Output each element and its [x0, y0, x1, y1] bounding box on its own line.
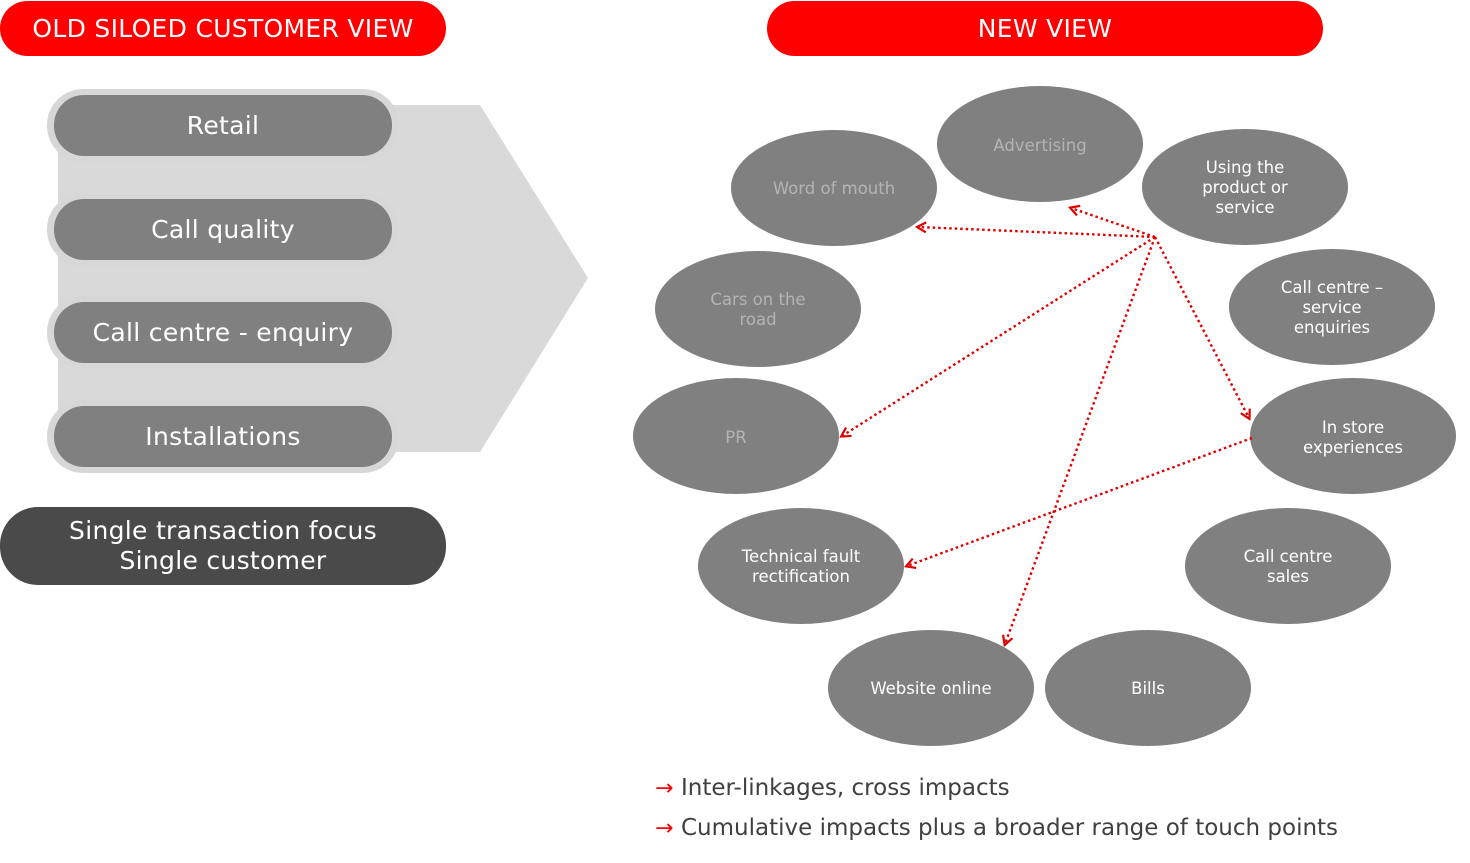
label-tech-fault: Technical fault rectification [741, 547, 861, 586]
link-arrow-word-of-mouth [918, 227, 1156, 239]
new-view-header: NEW VIEW [767, 1, 1323, 56]
bullet-text: Cumulative impacts plus a broader range … [681, 815, 1339, 841]
old-view-header: OLD SILOED CUSTOMER VIEW [0, 1, 446, 56]
node-in-store [1250, 378, 1456, 494]
focus-line-2: Single customer [119, 546, 327, 575]
node-using-product [1142, 129, 1348, 245]
node-website [828, 630, 1034, 746]
label-using-product: Using the product or service [1202, 158, 1288, 217]
node-call-centre-sales [1185, 508, 1391, 624]
link-arrow-advertising [1071, 208, 1156, 239]
node-call-centre-service [1229, 249, 1435, 365]
silo-label: Call centre - enquiry [54, 302, 392, 363]
link-arrow-in-store [1153, 236, 1249, 418]
label-advertising: Advertising [993, 136, 1087, 155]
silo-call-quality: Call quality [47, 193, 399, 266]
label-in-store: In store experiences [1302, 418, 1404, 457]
label-website: Website online [870, 679, 992, 698]
node-advertising [937, 86, 1143, 202]
node-cars-on-road [655, 251, 861, 367]
silo-label: Installations [54, 406, 392, 467]
link-arrow-website [1005, 236, 1157, 644]
label-word-of-mouth: Word of mouth [772, 179, 896, 198]
single-focus-box: Single transaction focus Single customer [0, 507, 446, 585]
red-arrow-icon: → [655, 815, 674, 841]
label-bills: Bills [1131, 679, 1165, 698]
focus-line-1: Single transaction focus [69, 516, 377, 545]
silo-label: Call quality [54, 199, 392, 260]
node-tech-fault [698, 508, 904, 624]
bullet-cumulative-impacts: → Cumulative impacts plus a broader rang… [655, 815, 1338, 841]
bullet-text: Inter-linkages, cross impacts [681, 775, 1010, 801]
node-bills [1045, 630, 1251, 746]
link-arrow-pr [842, 235, 1156, 436]
label-call-centre-sales: Call centre sales [1243, 547, 1333, 586]
silo-label: Retail [54, 95, 392, 156]
silo-installations: Installations [47, 400, 399, 473]
bullet-inter-linkages: → Inter-linkages, cross impacts [655, 775, 1010, 801]
label-call-centre-service: Call centre – service enquiries [1280, 278, 1384, 337]
label-cars-on-road: Cars on the road [710, 290, 806, 329]
link-arrow-tech-fault [907, 436, 1253, 566]
silo-retail: Retail [47, 89, 399, 162]
red-arrow-icon: → [655, 775, 674, 801]
silo-call-centre-enquiry: Call centre - enquiry [47, 296, 399, 369]
node-pr [633, 378, 839, 494]
label-pr: PR [725, 428, 747, 447]
node-word-of-mouth [731, 130, 937, 246]
